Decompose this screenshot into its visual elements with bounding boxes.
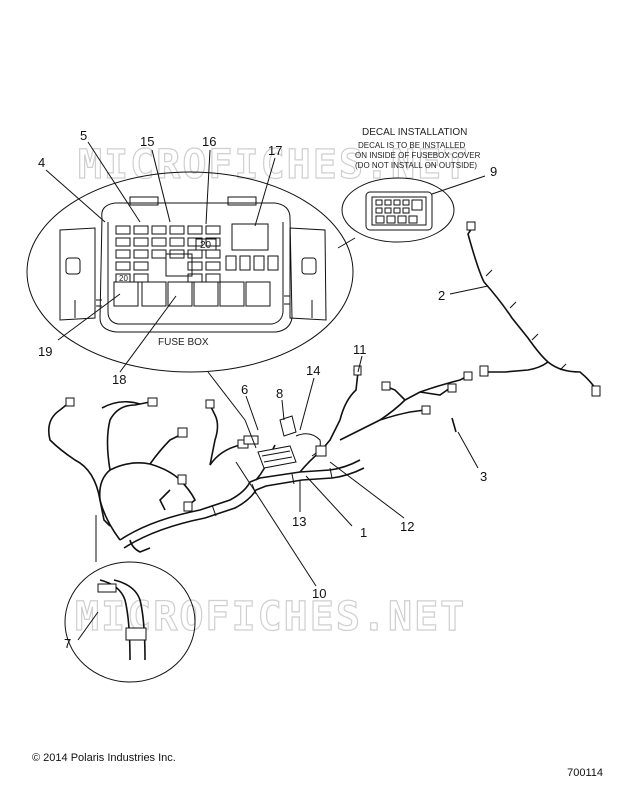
fuse-box-caption: FUSE BOX — [158, 337, 209, 348]
callout-15: 15 — [140, 134, 154, 149]
callout-4: 4 — [38, 155, 45, 170]
callout-labels: 1 2 3 4 5 6 7 8 9 10 11 12 13 14 15 16 1… — [38, 128, 497, 651]
leader-lines — [45, 141, 489, 641]
decal-note-line1: DECAL IS TO BE INSTALLED — [358, 141, 466, 150]
decal-note-line2: ON INSIDE OF FUSEBOX COVER — [355, 151, 481, 160]
callout-2: 2 — [438, 288, 445, 303]
part-3 — [451, 417, 457, 433]
fuse-box-detail: 20 20 — [26, 171, 354, 373]
callout-3: 3 — [480, 469, 487, 484]
fuse-rating-label: 20 — [200, 240, 212, 251]
main-harness — [47, 365, 473, 553]
callout-7: 7 — [64, 636, 71, 651]
callout-6: 6 — [241, 382, 248, 397]
callout-11: 11 — [353, 342, 367, 357]
fuse-rating-label-2: 20 — [119, 274, 128, 283]
detail-7 — [64, 552, 196, 683]
drawing-number: 700114 — [567, 767, 603, 779]
callout-18: 18 — [112, 372, 126, 387]
decal-heading: DECAL INSTALLATION — [362, 127, 467, 138]
callout-17: 17 — [268, 143, 282, 158]
callout-19: 19 — [38, 344, 52, 359]
callout-1: 1 — [360, 525, 367, 540]
callout-9: 9 — [490, 164, 497, 179]
decal-detail — [337, 177, 455, 249]
callout-10: 10 — [312, 586, 326, 601]
callout-13: 13 — [292, 514, 306, 529]
callout-16: 16 — [202, 134, 216, 149]
callout-5: 5 — [80, 128, 87, 143]
harness-2 — [466, 221, 601, 397]
relay-row — [113, 281, 271, 307]
callout-14: 14 — [306, 363, 320, 378]
callout-12: 12 — [400, 519, 414, 534]
callout-8: 8 — [276, 386, 283, 401]
decal-note-line3: (DO NOT INSTALL ON OUTSIDE) — [355, 161, 477, 170]
copyright-notice: © 2014 Polaris Industries Inc. — [32, 752, 176, 764]
